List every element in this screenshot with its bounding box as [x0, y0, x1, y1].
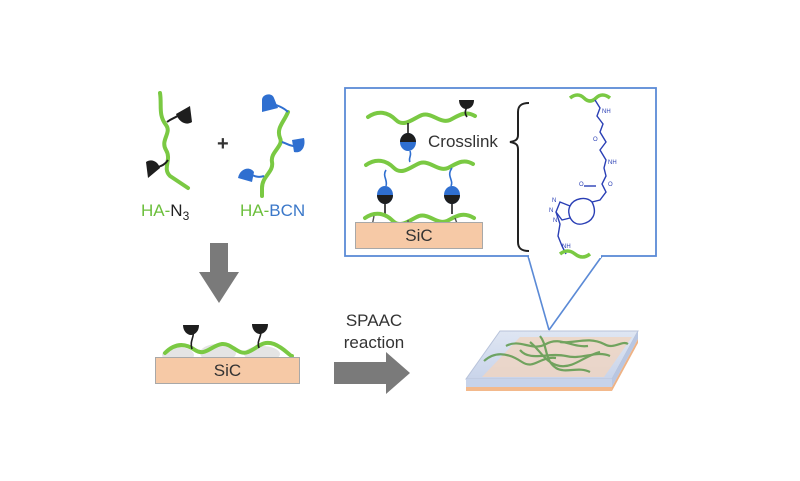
label-prefix: HA-	[240, 201, 270, 220]
hydrogel-slab	[465, 330, 639, 391]
bcn-icon	[238, 168, 254, 182]
azide-icon	[176, 106, 192, 124]
down-arrow-icon	[199, 243, 239, 303]
reaction-label-line2: reaction	[343, 333, 405, 352]
label-main: N	[170, 201, 183, 220]
atom-label: NH	[562, 244, 571, 250]
right-arrow-icon	[334, 352, 410, 394]
reaction-label-line1: SPAAC	[345, 311, 403, 330]
azide-icon	[252, 324, 268, 334]
plus-sign: +	[217, 133, 229, 155]
azide-icon	[459, 100, 474, 109]
callout-line	[548, 255, 603, 331]
bcn-icon	[262, 94, 278, 112]
atom-label: O	[608, 182, 613, 188]
label-main: BCN	[269, 201, 306, 220]
structure-atom-labels: NH O NH O O N N N NH	[549, 109, 617, 250]
atom-label: N	[552, 198, 556, 204]
crosslink-structure	[555, 93, 612, 259]
sic-substrate: SiC	[155, 357, 300, 384]
bracket-icon	[509, 102, 530, 252]
inset-sic-substrate: SiC	[355, 222, 483, 249]
ha-n3-label: HA-N3	[141, 201, 189, 223]
atom-label: NH	[608, 160, 617, 166]
ha-n3-molecule	[146, 91, 192, 190]
inset-sic-label: SiC	[405, 226, 433, 245]
atom-label: N	[549, 208, 553, 214]
atom-label: N	[553, 218, 557, 224]
crosslinked-network	[363, 100, 477, 227]
atom-label: O	[579, 182, 584, 188]
azide-icon	[183, 325, 199, 335]
azide-icon	[146, 160, 160, 178]
bcn-icon	[292, 138, 305, 153]
label-subscript: 3	[182, 209, 190, 223]
ha-bcn-molecule	[238, 94, 305, 198]
ha-bcn-label: HA-BCN	[240, 201, 305, 221]
atom-label: NH	[602, 109, 611, 115]
reaction-label: SPAAC reaction	[334, 310, 414, 354]
sic-label: SiC	[213, 361, 242, 380]
crosslink-label: Crosslink	[428, 132, 498, 151]
label-prefix: HA-	[141, 201, 171, 220]
atom-label: O	[593, 137, 598, 143]
callout-line	[527, 255, 550, 331]
